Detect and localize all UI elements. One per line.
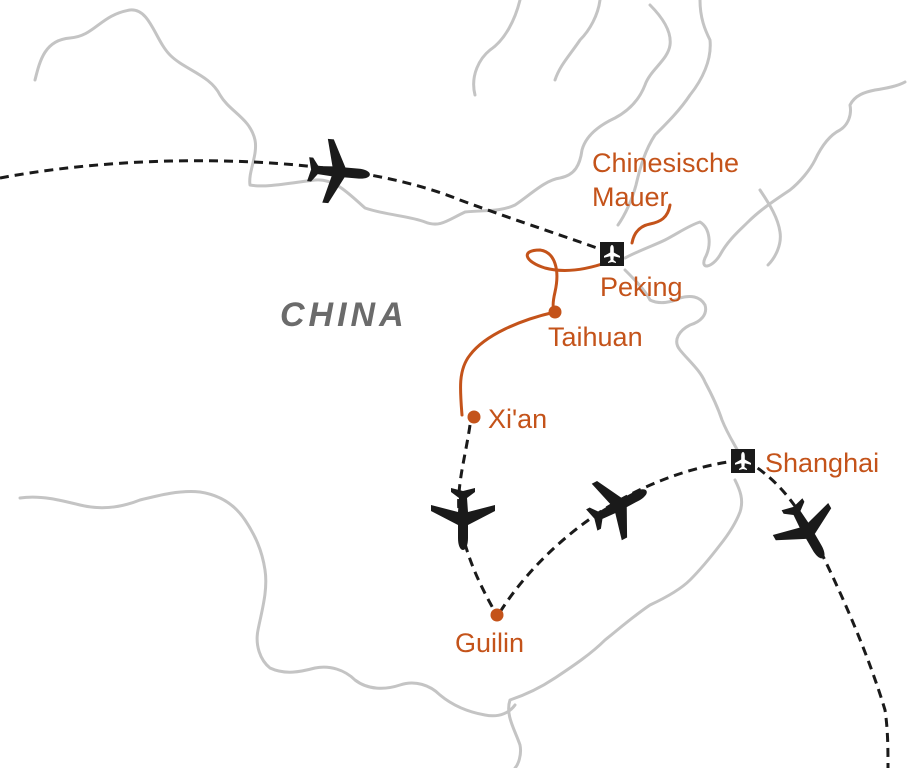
city-label-shanghai: Shanghai bbox=[765, 448, 879, 478]
airport-icon bbox=[731, 449, 755, 473]
city-label-xian: Xi'an bbox=[488, 404, 547, 434]
city-label-mauer: Mauer bbox=[592, 182, 669, 212]
city-label-chinesische-mauer: Chinesische Mauer bbox=[592, 148, 747, 212]
taihuan-dot bbox=[548, 305, 562, 319]
coastline-bohai bbox=[623, 80, 907, 268]
border-north-mongolia bbox=[472, 0, 522, 97]
land-route-main bbox=[459, 248, 610, 417]
plane-icon bbox=[576, 462, 662, 549]
coastline-south-east bbox=[507, 478, 744, 768]
land-route bbox=[459, 203, 672, 417]
plane-icon bbox=[764, 488, 851, 574]
airport-icon bbox=[600, 242, 624, 266]
guilin-dot bbox=[490, 608, 504, 622]
land-route-mauer bbox=[630, 203, 672, 245]
city-label-chinesische: Chinesische bbox=[592, 148, 739, 178]
plane-icon bbox=[305, 137, 373, 207]
border-south-west bbox=[18, 490, 517, 718]
border-north-east-top bbox=[553, 0, 602, 82]
flight-route-inbound bbox=[0, 159, 609, 254]
city-label-peking: Peking bbox=[600, 272, 683, 302]
border-north-west bbox=[33, 3, 672, 226]
border-east-manchuria bbox=[616, 0, 712, 227]
borders bbox=[18, 0, 907, 768]
coastline-shandong bbox=[623, 268, 742, 457]
plane-icon bbox=[431, 488, 495, 550]
city-label-guilin: Guilin bbox=[455, 628, 524, 658]
border-korea bbox=[758, 188, 782, 267]
country-label: CHINA bbox=[280, 296, 408, 334]
flight-route-outbound bbox=[744, 458, 890, 768]
xian-dot bbox=[467, 410, 481, 424]
city-label-taihuan: Taihuan bbox=[548, 322, 643, 352]
